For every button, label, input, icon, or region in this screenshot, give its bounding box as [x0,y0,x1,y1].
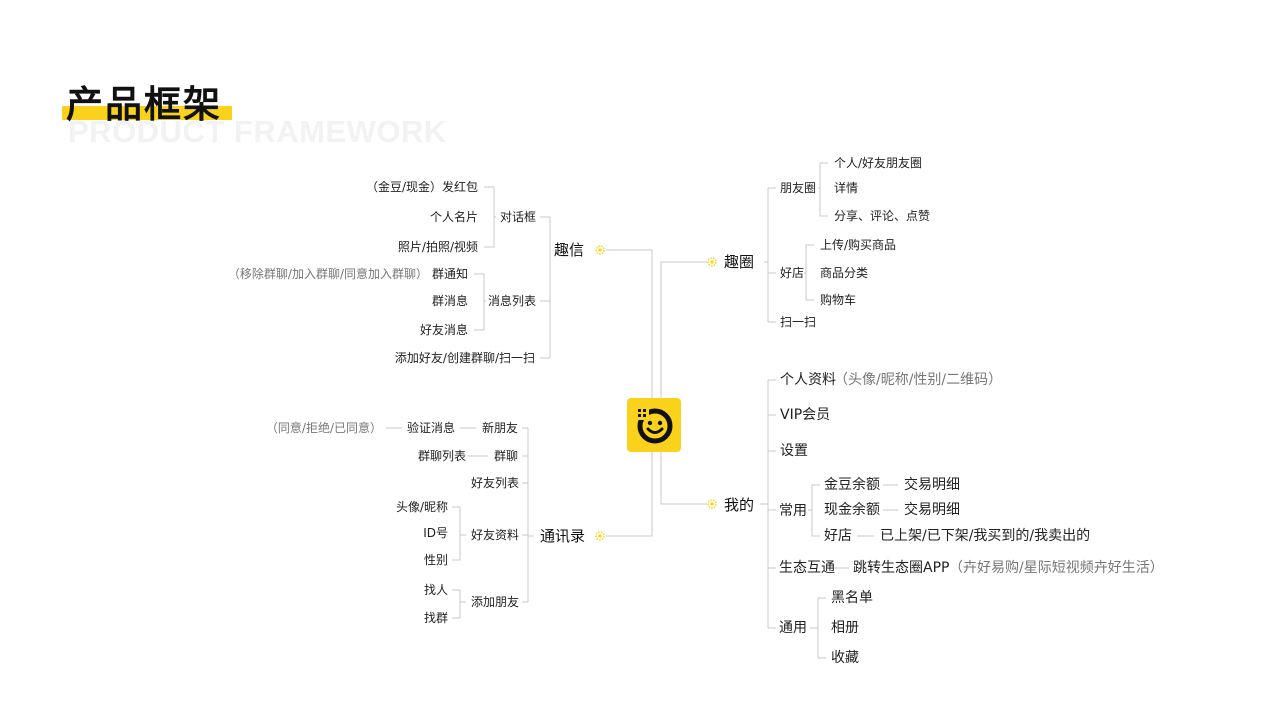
node-friend-profile: 好友资料 [471,528,520,542]
node-photo-video: 照片/拍照/视频 [397,240,478,254]
node-my-shop: 好店 [824,528,852,544]
node-ququan: 趣圈 [724,253,755,271]
node-good-shop: 好店 [780,266,805,280]
node-personal-moments: 个人/好友朋友圈 [834,156,923,170]
line-center-quxin [606,249,653,398]
node-msglist: 消息列表 [488,294,537,308]
node-eco: 生态互通 [779,560,835,576]
node-vip: VIP会员 [780,407,831,423]
node-dialog: 对话框 [500,210,537,224]
line-mine-ticks [768,379,776,629]
line-profile-bracket [452,506,466,561]
node-settings: 设置 [780,443,808,459]
node-category: 商品分类 [820,266,869,280]
node-album: 相册 [831,620,859,636]
quxin-dot-icon [595,245,605,255]
line-quxin-ticks [540,216,550,359]
node-moments: 朋友圈 [780,181,817,195]
node-favorites: 收藏 [831,650,859,666]
line-center-mine [660,452,707,505]
line-moments-bracket [818,162,828,217]
title-highlight-bar [62,106,232,120]
line-common-details [857,484,898,537]
node-upload-buy: 上传/购买商品 [820,238,897,252]
node-avatar-nickname: 头像/昵称 [395,500,448,514]
line-contacts-spine [527,428,534,602]
node-verify-note: （同意/拒绝/已同意） [265,421,382,435]
node-gold-detail: 交易明细 [904,477,960,493]
node-group-chat-list: 群聊列表 [418,449,467,463]
node-gender: 性别 [423,553,448,567]
node-eco-jump: 跳转生态圈APP [853,560,950,576]
node-share-comment-like: 分享、评论、点赞 [834,209,931,223]
line-mine-spine [760,380,769,628]
node-new-friend: 新朋友 [482,421,519,435]
page-title: 产品框架 [66,83,222,126]
contacts-dot-icon [595,531,605,541]
line-shop-bracket [804,244,814,301]
node-general: 通用 [779,620,807,636]
node-cash-balance: 现金余额 [824,502,880,518]
line-center-contacts [606,452,653,537]
node-cart: 购物车 [820,293,857,307]
node-mine: 我的 [724,496,755,514]
line-ququan-ticks [768,187,776,323]
node-verify-msg: 验证消息 [407,421,456,435]
node-gold-balance: 金豆余额 [824,477,880,493]
line-center-ququan [660,261,707,398]
header: 产品框架 PRODUCT FRAMEWORK [62,74,446,154]
node-eco-note: （卉好易购/星际短视频卉好生活） [949,560,1164,576]
node-friend-msg: 好友消息 [419,323,468,337]
node-find-group: 找群 [423,611,448,625]
line-add-bracket [452,589,466,619]
page-subtitle: PRODUCT FRAMEWORK [68,114,447,149]
line-common-bracket [808,484,820,537]
node-friend-list: 好友列表 [471,476,520,490]
node-my-shop-detail: 已上架/已下架/我买到的/我卖出的 [880,528,1091,544]
node-add-friend-create-group: 添加好友/创建群聊/扫一扫 [394,351,535,365]
node-group-chat: 群聊 [494,449,519,463]
line-contacts-ticks [522,427,528,603]
node-add-contact: 添加朋友 [471,595,520,609]
node-common: 常用 [779,503,807,519]
node-scan: 扫一扫 [780,315,817,329]
node-group-notice: 群通知 [431,267,468,281]
node-quxin: 趣信 [554,241,585,259]
node-group-notice-note: （移除群聊/加入群聊/同意加入群聊） [227,267,428,281]
ququan-dot-icon [707,257,717,267]
line-ququan-spine [764,188,769,322]
app-logo-icon [627,398,681,452]
node-red-packet: （金豆/现金）发红包 [365,180,478,194]
line-dialog-bracket [484,186,496,248]
node-find-person: 找人 [423,583,448,597]
node-personal-info-note: （头像/昵称/性别/二维码） [834,372,1003,388]
node-blacklist: 黑名单 [831,590,873,606]
line-msglist-bracket [474,273,486,331]
line-general-bracket [810,597,826,659]
node-group-msg: 群消息 [431,294,468,308]
node-contacts: 通讯录 [540,527,586,545]
node-personal-info: 个人资料 [780,372,836,388]
node-id: ID号 [423,526,448,540]
mine-dot-icon [707,499,717,509]
node-business-card: 个人名片 [429,210,478,224]
node-detail: 详情 [834,181,859,195]
node-cash-detail: 交易明细 [904,502,960,518]
